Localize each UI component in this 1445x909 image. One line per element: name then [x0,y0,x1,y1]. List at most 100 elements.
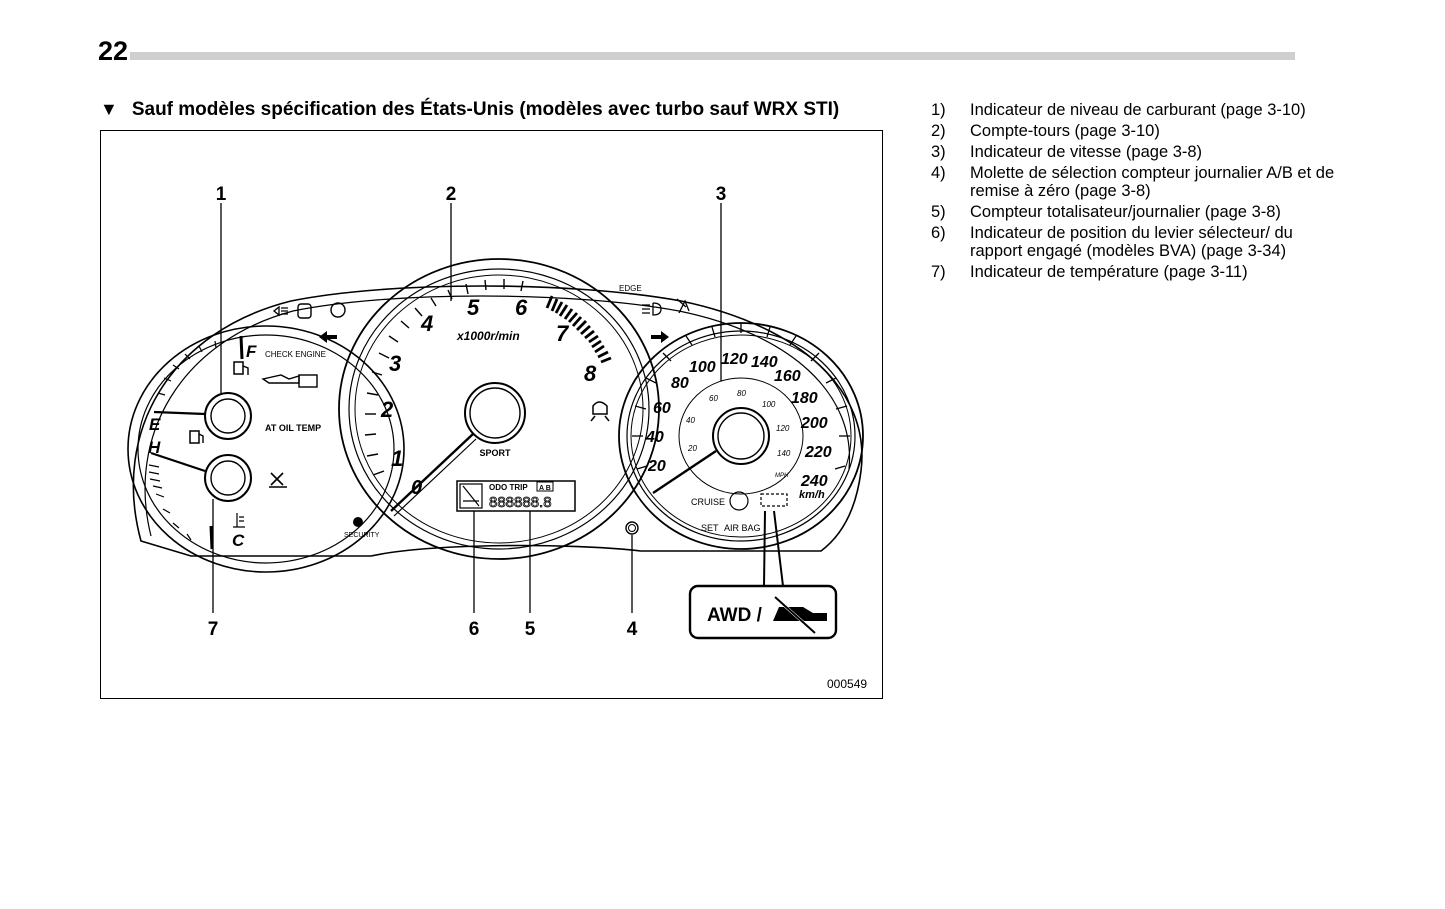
kmh-240: 240 [800,473,828,490]
mph-80: 80 [737,389,746,398]
instrument-cluster-figure: E F H C CHECK ENGINE AT OIL TEMP [100,130,883,699]
trip-reset-knob-inner [628,524,636,532]
legend-item: 7) Indicateur de température (page 3-11) [931,263,1341,281]
callout-1: 1 [216,184,227,205]
skid-warning-icon [269,472,287,488]
airbag-text: AIR BAG [724,523,761,533]
legend-number: 7) [931,263,946,281]
cruise-text: CRUISE [691,497,725,507]
kmh-40: 40 [645,429,664,446]
callout-7: 7 [208,619,219,640]
battery-icon [298,374,318,388]
legend-number: 1) [931,101,946,119]
legend-text: Indicateur de niveau de carburant (page … [970,101,1306,119]
header-rule [130,52,1295,60]
seatbelt-icon [676,298,690,314]
tach-number-3: 3 [389,351,401,376]
tach-number-7: 7 [556,321,570,346]
edge-text: EDGE [619,284,642,293]
fuel-pump-small-icon [189,430,204,444]
awd-indicator-slot [760,493,788,507]
legend-item: 1) Indicateur de niveau de carburant (pag… [931,101,1341,119]
redline-band [545,295,612,364]
brake-warning-icon [330,302,346,318]
at-oil-temp-text: AT OIL TEMP [265,423,321,433]
check-engine-text: CHECK ENGINE [265,350,326,359]
legend-number: 2) [931,122,946,140]
security-text: SECURITY [344,532,380,539]
coolant-temp-icon [233,513,245,528]
kmh-20: 20 [647,458,666,475]
legend-text: Molette de sélection compteur journalier… [970,164,1335,200]
kmh-140: 140 [751,354,778,371]
kmh-200: 200 [800,415,828,432]
abs-warning-icon [729,491,749,511]
trip-reset-knob [625,521,639,535]
kmh-unit: km/h [799,489,825,501]
door-open-icon [297,303,312,319]
tach-unit-label: x1000r/min [456,329,520,343]
security-indicator-icon [353,517,363,527]
triangle-marker-icon: ▼ [100,99,118,119]
mph-unit: MPH [775,473,789,479]
odometer-digits: 888888.8 [489,494,552,511]
awd-callout: AWD / [688,510,838,640]
section-title: ▼ Sauf modèles spécification des États-Un… [100,99,839,121]
kmh-160: 160 [774,368,801,385]
kmh-60: 60 [653,400,671,417]
legend-text: Compte-tours (page 3-10) [970,122,1160,140]
kmh-80: 80 [671,375,689,392]
traction-control-icon [590,401,610,422]
fuel-full-label: F [246,342,257,361]
figure-code: 000549 [827,677,867,691]
tach-number-2: 2 [380,397,394,422]
cruise-set-text: SET [701,523,719,533]
temp-hot-label: H [148,438,161,457]
callout-3: 3 [716,184,727,205]
legend-item: 3) Indicateur de vitesse (page 3-8) [931,143,1341,161]
mph-20: 20 [687,444,697,453]
speedometer: 20 40 60 80 100 120 140 160 180 200 220 … [618,322,864,550]
mph-60: 60 [709,394,718,403]
tach-number-6: 6 [515,295,528,320]
instrument-cluster-drawing: E F H C CHECK ENGINE AT OIL TEMP [127,184,867,691]
callout-leaders [212,203,722,613]
odo-trip-label: ODO TRIP [489,483,528,492]
legend-text: Indicateur de position du levier sélecte… [970,224,1293,260]
mph-100: 100 [762,400,776,409]
temp-cold-label: C [232,531,245,550]
kmh-120: 120 [721,351,748,368]
tachometer: 1 2 3 4 5 6 7 8 0 x1000r/min SPORT ODO T… [338,258,660,560]
legend-text: Compteur totalisateur/journalier (page 3… [970,203,1281,221]
callout-2: 2 [446,184,457,205]
callout-4: 4 [627,619,638,640]
section-title-text: Sauf modèles spécification des États-Uni… [131,99,840,120]
kmh-220: 220 [804,444,832,461]
legend-number: 3) [931,143,946,161]
legend-item: 5)Compteur totalisateur/journalier (page… [931,203,1341,221]
tach-number-1: 1 [391,446,403,471]
oil-can-icon [261,374,300,384]
legend-text: Indicateur de température (page 3-11) [970,263,1248,281]
legend-item: 6) Indicateur de position du levier sélec… [931,224,1341,260]
callout-6: 6 [469,619,480,640]
turn-left-arrow-icon [319,331,337,343]
mph-140: 140 [777,449,791,458]
kmh-180: 180 [791,390,818,407]
legend-number: 4) [931,164,946,182]
legend-list: 1) Indicateur de niveau de carburant (pag… [931,101,1341,284]
callout-5: 5 [525,619,536,640]
turn-right-arrow-icon [651,331,669,343]
legend-text: Indicateur de vitesse (page 3-8) [970,143,1203,161]
legend-number: 6) [931,224,946,242]
awd-car-icon [773,607,827,621]
tach-number-4: 4 [420,311,433,336]
mph-120: 120 [776,424,790,433]
legend-item: 2) Compte-tours (page 3-10) [931,122,1341,140]
sport-mode-text: SPORT [479,448,511,458]
tach-number-0: 0 [411,477,422,499]
fuel-temp-gauge: E F H C CHECK ENGINE AT OIL TEMP [127,325,405,573]
trip-ab-label: A B [539,485,551,492]
awd-label: AWD / [707,605,763,626]
mph-40: 40 [686,416,695,425]
